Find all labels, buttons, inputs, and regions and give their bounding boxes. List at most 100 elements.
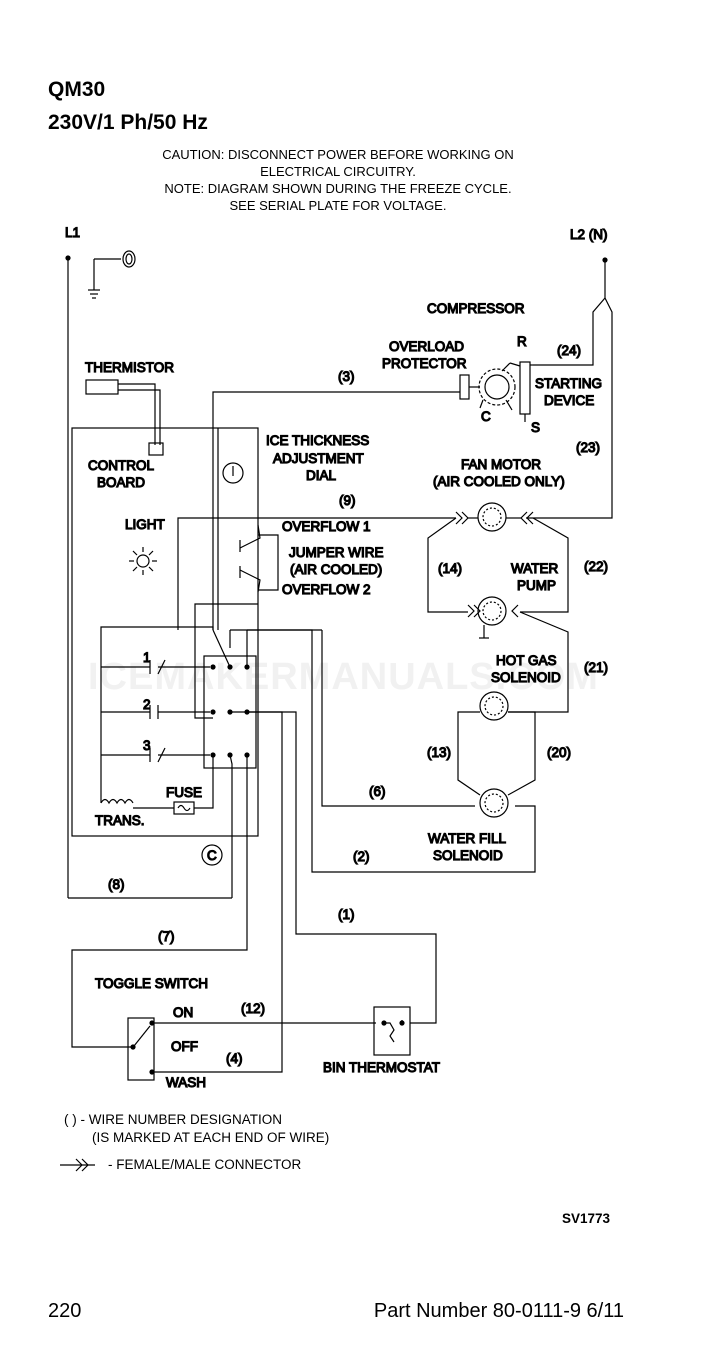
wire-number: (8) — [108, 877, 125, 892]
jumper-label: (AIR COOLED) — [290, 562, 382, 577]
wire-8 — [229, 754, 233, 898]
wire-3 — [212, 391, 460, 630]
water-fill-label: WATER FILL — [428, 831, 506, 846]
wire-14 — [427, 517, 468, 613]
ice-dial-label: ICE THICKNESS — [266, 433, 369, 448]
relay-contacts — [100, 626, 214, 803]
relay-block — [203, 629, 322, 769]
watermark: ICEMAKERMANUALS.COM — [88, 656, 599, 698]
l1-line — [65, 255, 232, 899]
light-label: LIGHT — [125, 517, 165, 532]
caution-line: CAUTION: DISCONNECT POWER BEFORE WORKING… — [162, 147, 514, 162]
transformer — [100, 755, 214, 815]
starting-device-label: DEVICE — [544, 393, 594, 408]
diagram-code: SV1773 — [562, 1211, 611, 1226]
wire-number: (12) — [241, 1001, 265, 1016]
overload-label: OVERLOAD — [389, 339, 464, 354]
starting-device-label: STARTING — [535, 376, 602, 391]
legend-line: (IS MARKED AT EACH END OF WIRE) — [92, 1130, 330, 1145]
hot-gas-solenoid — [479, 691, 509, 721]
toggle-wash-label: WASH — [166, 1075, 206, 1090]
wire-4 — [152, 711, 283, 1073]
wire-number: (22) — [584, 559, 608, 574]
toggle-on-label: ON — [173, 1005, 193, 1020]
relay-2-label: 2 — [143, 697, 151, 712]
relay-1-label: 1 — [143, 650, 151, 665]
water-fill-solenoid — [479, 788, 509, 818]
light-icon — [129, 547, 157, 575]
fan-motor — [455, 502, 534, 532]
ice-dial-label: DIAL — [306, 468, 337, 483]
wire-number: (14) — [438, 561, 462, 576]
wire-number: (13) — [427, 745, 451, 760]
water-fill-label: SOLENOID — [433, 848, 503, 863]
wire-number: (7) — [158, 929, 175, 944]
wire-number: (20) — [547, 745, 571, 760]
fan-motor-label: (AIR COOLED ONLY) — [433, 474, 565, 489]
compressor — [459, 361, 533, 422]
caution-note: CAUTION: DISCONNECT POWER BEFORE WORKING… — [120, 146, 556, 214]
control-board-label: CONTROL — [88, 458, 154, 473]
wire-number: (2) — [353, 849, 370, 864]
part-number: Part Number 80-0111-9 6/11 — [373, 1300, 624, 1322]
r-terminal-label: R — [517, 334, 527, 349]
wire-number: (23) — [576, 440, 600, 455]
overload-label: PROTECTOR — [382, 356, 467, 371]
wire-13 — [457, 711, 481, 796]
wire-22 — [520, 517, 569, 613]
wire-6 — [321, 630, 475, 807]
wire-2 — [247, 629, 536, 873]
hot-gas-label: HOT GAS — [496, 653, 557, 668]
compressor-label: COMPRESSOR — [427, 301, 525, 316]
l1-label: L1 — [65, 225, 80, 240]
caution-line: ELECTRICAL CIRCUITRY. — [260, 164, 416, 179]
wire-9 — [177, 517, 456, 630]
l2-label: L2 (N) — [570, 227, 608, 242]
l2-line — [526, 257, 613, 519]
thermistor — [85, 379, 164, 456]
legend-connector: - FEMALE/MALE CONNECTOR — [108, 1157, 302, 1172]
legend-wire-number: ( ) - WIRE NUMBER DESIGNATION (IS MARKED… — [64, 1111, 329, 1147]
transformer-label: TRANS. — [95, 813, 145, 828]
overflow2-label: OVERFLOW 2 — [282, 582, 371, 597]
wire-7 — [71, 755, 248, 1048]
wire-number: (1) — [338, 907, 355, 922]
wire-number: (3) — [338, 369, 355, 384]
s-terminal-label: S — [531, 420, 540, 435]
control-board — [71, 427, 259, 866]
caution-line: NOTE: DIAGRAM SHOWN DURING THE FREEZE CY… — [164, 181, 512, 196]
caution-line: SEE SERIAL PLATE FOR VOLTAGE. — [229, 198, 447, 213]
water-pump-label: PUMP — [517, 578, 556, 593]
toggle-switch-label: TOGGLE SWITCH — [95, 976, 208, 991]
wire-number: (9) — [339, 493, 356, 508]
wire-20 — [507, 711, 536, 796]
jumper-wire — [239, 524, 279, 593]
control-board-label: BOARD — [97, 475, 145, 490]
page-number: 220 — [48, 1300, 82, 1322]
hot-gas-label: SOLENOID — [491, 670, 561, 685]
ice-dial-label: ADJUSTMENT — [273, 451, 364, 466]
wire-1 — [230, 711, 437, 1024]
ground-icon — [88, 250, 136, 299]
c-circle-label: C — [207, 848, 217, 863]
wire-21 — [508, 611, 569, 713]
wire-number: (21) — [584, 660, 608, 675]
model-title: QM30 — [48, 78, 106, 101]
bin-thermostat-icon — [373, 1006, 411, 1056]
wire-number: (24) — [557, 343, 581, 358]
fuse-label: FUSE — [166, 785, 202, 800]
wire-number: (6) — [369, 784, 386, 799]
thermistor-label: THERMISTOR — [85, 360, 174, 375]
toggle-off-label: OFF — [171, 1039, 198, 1054]
bin-thermostat-label: BIN THERMOSTAT — [323, 1060, 440, 1075]
connector-legend-icon — [60, 1158, 95, 1172]
water-pump — [467, 596, 519, 639]
c-terminal-label: C — [481, 409, 491, 424]
wire-number: (4) — [226, 1051, 243, 1066]
toggle-switch-icon — [127, 1017, 155, 1081]
overflow1-label: OVERFLOW 1 — [282, 519, 371, 534]
jumper-label: JUMPER WIRE — [289, 545, 384, 560]
power-spec: 230V/1 Ph/50 Hz — [48, 111, 208, 134]
legend-line: ( ) - WIRE NUMBER DESIGNATION — [64, 1112, 282, 1127]
